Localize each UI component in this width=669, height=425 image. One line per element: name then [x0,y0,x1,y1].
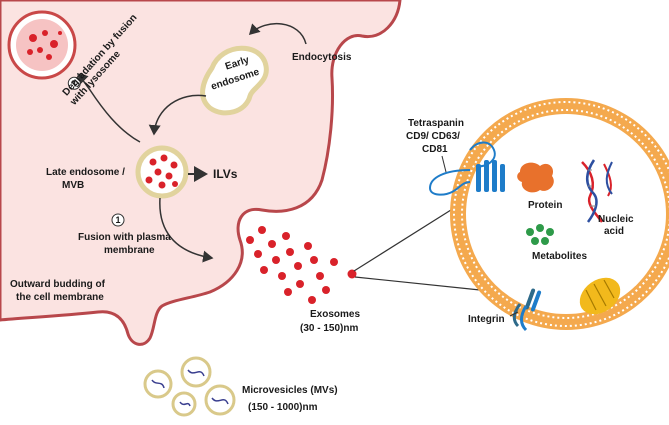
fusion-label-2: membrane [104,245,155,256]
integrin-pointer [509,311,519,317]
microvesicles-label-2: (150 - 1000)nm [248,402,318,413]
nucleic-acid-label-2: acid [604,226,624,237]
late-endosome-label-1: Late endosome / [46,167,125,178]
fusion-label-1: Fusion with plasma [78,232,171,243]
microvesicles-label-1: Microvesicles (MVs) [242,385,338,396]
tetraspanin [428,141,505,196]
step2-number: 2 [69,78,80,88]
ilvs-label: ILVs [213,167,238,181]
metabolites-label: Metabolites [532,251,587,262]
degradation-arrow [76,72,141,143]
exosome-enlarged [450,98,669,330]
metabolites-icon [526,224,554,245]
step1-number: 1 [115,215,120,225]
microvesicles [143,356,236,417]
nucleic-acid-icon [581,159,613,223]
late-endosome-label-2: MVB [62,180,84,191]
early-endosome: Early endosome [200,45,269,116]
protein-label: Protein [528,200,562,211]
budding-label-2: the cell membrane [16,292,104,303]
integrin-label: Integrin [468,314,505,325]
tetraspanin-label-3: CD81 [422,144,448,155]
tetraspanin-pointer [441,155,447,173]
budding-label-1: Outward budding of [10,279,106,290]
late-endosome-mvb [135,145,189,199]
protein-icon [517,162,554,193]
nucleic-acid-label-1: Nucleic [598,214,634,225]
endocytosis-label: Endocytosis [292,52,352,63]
zoom-line-bottom [354,276,481,291]
tetraspanin-label-1: Tetraspanin [408,118,464,129]
endocytosis-arrow [248,22,307,45]
integrin-icon [512,288,542,332]
maturation-arrow [148,94,207,136]
exosomes-label-1: Exosomes [310,309,360,320]
membrane-channel-icon [579,277,621,315]
tetraspanin-label-2: CD9/ CD63/ [406,131,460,142]
released-exosomes [246,226,357,304]
lysosome [7,10,77,80]
fusion-arrow [159,197,214,263]
exosomes-label-2: (30 - 150)nm [300,323,358,334]
